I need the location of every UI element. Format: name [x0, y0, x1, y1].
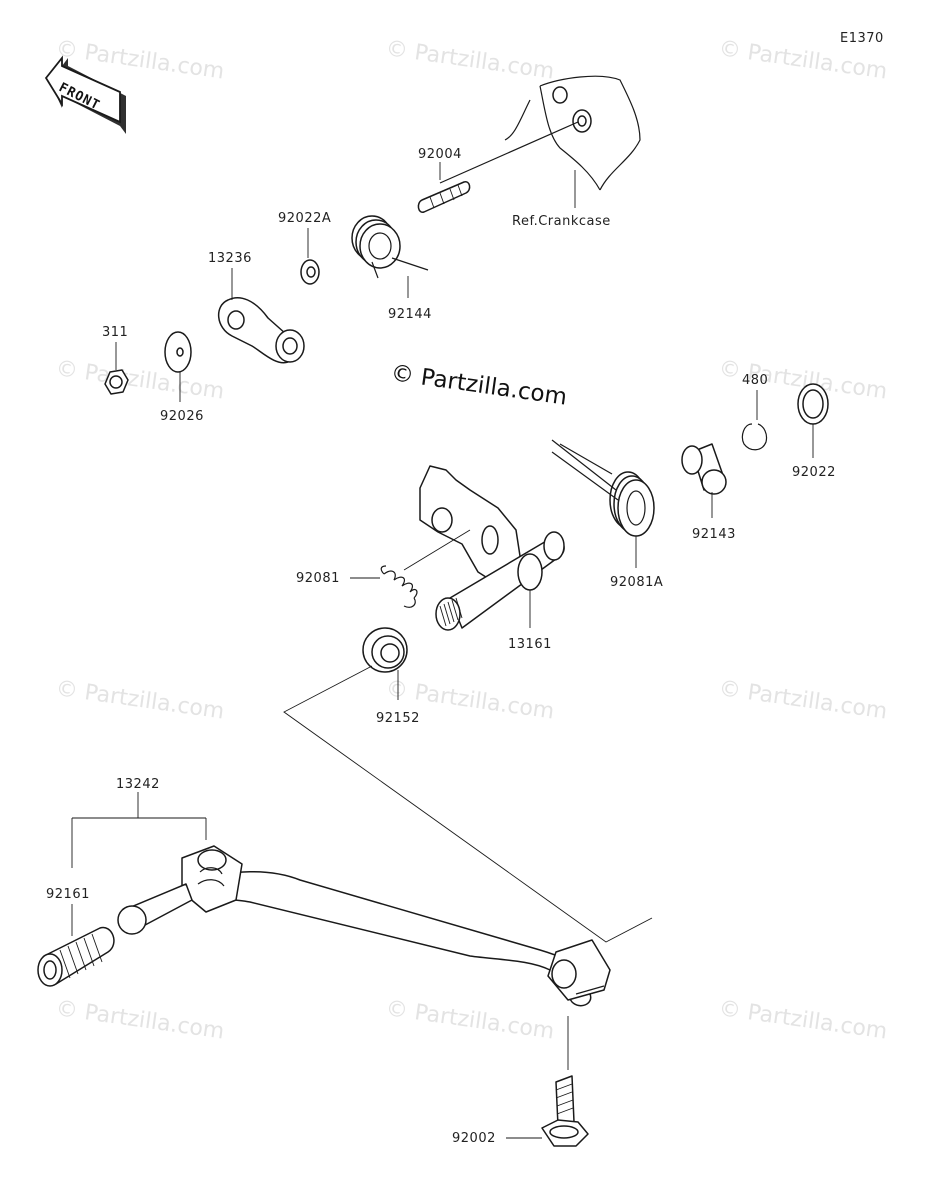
watermark: © Partzilla.com — [384, 996, 556, 1044]
gear-lever-13242: 13242 — [71, 777, 611, 1007]
part-label-92081A: 92081A — [610, 575, 663, 590]
front-arrow-icon: FRONT — [44, 55, 126, 134]
arm-13236: 13236 — [208, 251, 305, 364]
spring-92081: 92081 — [296, 529, 471, 608]
rubber-92161: 92161 — [37, 887, 115, 987]
part-label-92004: 92004 — [418, 147, 462, 162]
circlip-480: 480 — [741, 373, 768, 451]
watermark: © Partzilla.com — [54, 676, 226, 724]
part-label-92144: 92144 — [388, 307, 432, 322]
part-label-92081: 92081 — [296, 571, 340, 586]
watermark: © Partzilla.com — [717, 996, 889, 1044]
washer-92026: 92026 — [160, 331, 204, 424]
part-label-92022A: 92022A — [278, 211, 331, 226]
watermark: © Partzilla.com — [54, 356, 226, 404]
watermark: © Partzilla.com — [384, 36, 556, 84]
watermark: © Partzilla.com — [54, 996, 226, 1044]
shift-shaft-13161: 13161 — [419, 465, 565, 652]
watermark: © Partzilla.com — [717, 676, 889, 724]
crankcase-reference: Ref.Crankcase — [439, 75, 641, 229]
spring-92081A: 92081A — [551, 439, 663, 590]
part-label-311: 311 — [102, 325, 128, 340]
dowel-pin-92004: 92004 — [417, 147, 471, 213]
part-label-480: 480 — [742, 373, 768, 388]
copyright-notice: © Partzilla.com — [389, 360, 568, 410]
diagram-code: E1370 — [840, 31, 884, 46]
washer-92022: 92022 — [792, 383, 836, 480]
seal-92152: 92152 — [362, 627, 420, 726]
collar-92143: 92143 — [681, 443, 736, 542]
spring-92144: 92144 — [351, 215, 432, 322]
part-label-92022: 92022 — [792, 465, 836, 480]
part-label-92026: 92026 — [160, 409, 204, 424]
nut-311: 311 — [102, 325, 129, 395]
assembly-leader — [283, 665, 653, 943]
washer-92022A: 92022A — [278, 211, 331, 285]
part-label-92161: 92161 — [46, 887, 90, 902]
part-label-92002: 92002 — [452, 1131, 496, 1146]
bolt-92002: 92002 — [452, 1016, 589, 1147]
reference-label: Ref.Crankcase — [512, 214, 611, 229]
part-label-92152: 92152 — [376, 711, 420, 726]
part-label-92143: 92143 — [692, 527, 736, 542]
part-label-13242: 13242 — [116, 777, 160, 792]
part-label-13161: 13161 — [508, 637, 552, 652]
part-label-13236: 13236 — [208, 251, 252, 266]
